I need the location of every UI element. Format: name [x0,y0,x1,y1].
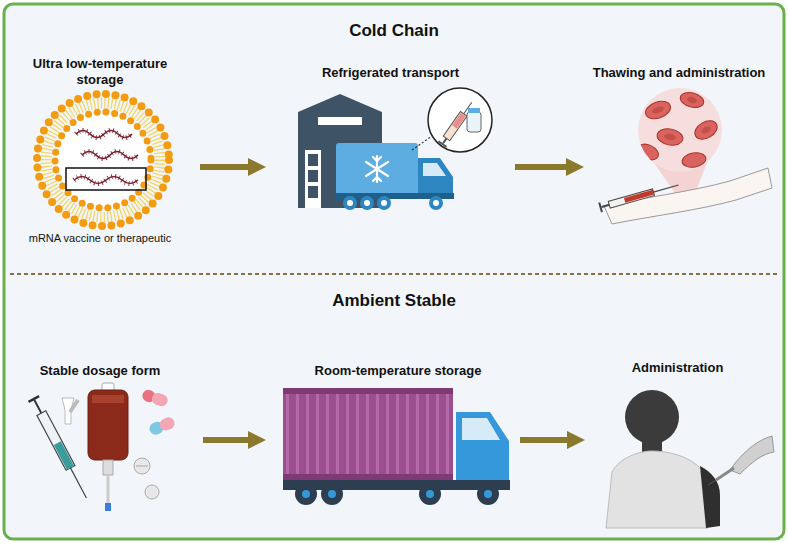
lipid-nanoparticle [37,94,169,226]
container-trim [283,388,453,394]
section-band: Cold ChainUltra low-temperature storagem… [6,6,782,271]
container-truck [283,388,510,505]
process-step: Stable dosage form [15,355,203,515]
syringe [29,396,92,501]
step-label: Refrigerated transport [266,65,515,81]
patient-figure [606,390,774,528]
connector-piece [70,400,78,412]
mrna-bases [74,177,138,184]
shipping-container [283,390,453,480]
step-label: Administration [585,360,770,376]
mrna-strand [82,152,138,159]
lipid-heads-inner [55,112,151,208]
step-label: Stable dosage form [6,363,194,379]
door-panel [308,154,318,166]
cab-window [423,163,446,176]
red-blood-cells [635,90,720,169]
dosage-forms [29,383,177,511]
step-label: Room-temperature storage [271,363,525,379]
process-step: Refrigerated transport [266,60,515,220]
container-trim [283,474,453,480]
injection-scene [599,88,772,224]
mrna-bases [76,131,132,138]
flow-arrow [200,164,248,170]
section-divider [10,273,778,275]
cab-window [462,418,500,440]
door-panel [308,170,318,182]
process-step: Thawing and administration [584,60,774,240]
highlight-box [66,168,146,190]
iv-tube [107,475,110,505]
snowflake-icon [366,156,388,182]
tablet [145,485,159,499]
iv-bag [88,390,128,460]
vial-icon [467,108,481,132]
flow-arrow [520,437,567,443]
process-step: Administration [585,355,770,525]
truck-cab [456,412,509,482]
gloved-hand [730,436,774,474]
zoom-inset [428,88,492,152]
syringe [716,468,734,480]
shirt [606,451,708,528]
door-panel [308,186,318,198]
section-title: Ambient Stable [6,291,782,311]
arm [604,168,772,224]
process-step: Room-temperature storage [266,355,520,515]
warehouse-sign [318,117,362,125]
warehouse-truck [298,88,492,210]
arm [700,466,720,528]
caption: mRNA vaccine or therapeutic [5,232,195,245]
flow-arrow [515,164,566,170]
tablet-score [136,466,148,467]
section-band: Ambient StableStable dosage form Room-tem… [6,277,782,536]
process-step: Ultra low-temperature storagemRNA vaccin… [15,50,200,255]
capsule [141,388,169,407]
drip-chamber [103,460,113,475]
tablet [134,458,150,474]
zoom-leader [412,136,432,150]
syringe [599,180,680,212]
needle [708,480,716,485]
section-title: Cold Chain [6,21,782,41]
tube-end [105,503,111,511]
cargo-box [336,143,418,195]
truck-wheels [295,483,499,505]
mrna-strand [76,131,132,138]
warehouse-door [305,150,321,208]
lipid-heads-outer [37,94,169,226]
flow-arrow [203,437,248,443]
truck-cab [418,158,453,195]
mrna-strand [74,177,138,184]
step-label: Ultra low-temperature storage [30,56,170,87]
truck-wheels [343,196,443,210]
capsule [148,416,177,437]
lipid-tails [46,103,160,217]
step-label: Thawing and administration [584,65,774,81]
mrna-bases [82,152,138,159]
bag-label [92,395,124,403]
head [625,390,679,444]
truck-chassis [283,480,510,490]
outer-frame [4,4,784,539]
